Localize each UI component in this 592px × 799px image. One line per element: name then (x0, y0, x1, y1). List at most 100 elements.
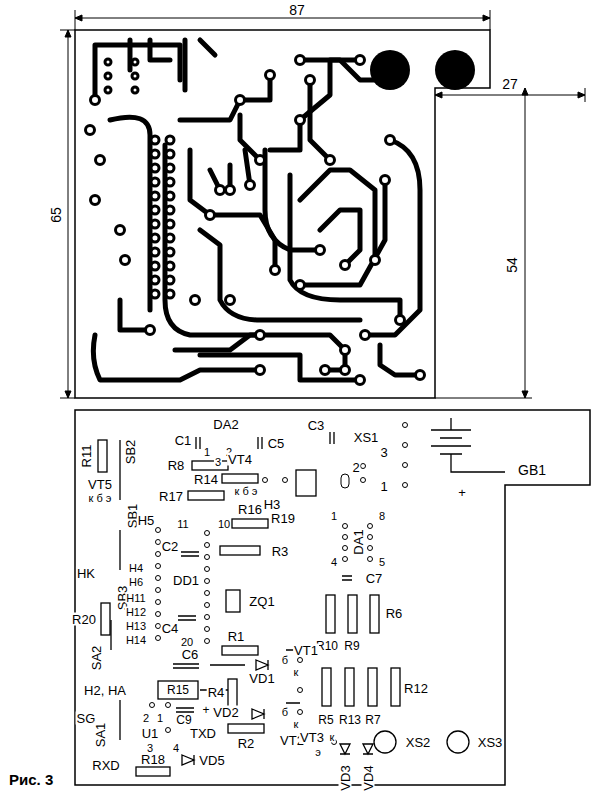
part-label: H2, HA (83, 684, 127, 697)
pad (166, 192, 174, 200)
part-label: SA1 (94, 722, 107, 749)
part-label: 27 (501, 77, 519, 91)
part-label: 65 (49, 206, 63, 224)
pin-pad (205, 627, 210, 632)
pin-pad (156, 564, 161, 569)
part-label: э (314, 747, 322, 758)
part-label: R15 (166, 684, 190, 696)
pin-pad (156, 636, 161, 641)
pin-pad (368, 546, 373, 551)
pin-pad (156, 576, 161, 581)
pin-pad (403, 483, 408, 488)
pin-pad (403, 463, 408, 468)
part-label: R6 (385, 607, 404, 620)
part-label: H12 (125, 607, 147, 618)
part-label: R16 (237, 503, 263, 516)
part-label: R1 (227, 630, 246, 643)
part-label: ZQ1 (248, 595, 275, 608)
pad (151, 234, 159, 242)
resistor-symbol (228, 679, 237, 707)
pad (326, 156, 335, 165)
part-label: 8 (378, 511, 386, 522)
part-label: к б э (88, 493, 113, 504)
pad (316, 246, 325, 255)
trimmer-symbol (158, 681, 198, 699)
pin-pad (166, 703, 171, 708)
part-label: C6 (181, 648, 200, 661)
contact-pad (435, 50, 475, 90)
resistor-symbol (98, 440, 107, 472)
part-label: VD3 (339, 764, 352, 791)
resistor-symbol (222, 646, 258, 655)
part-label: 1 (203, 447, 211, 458)
resistor-symbol (232, 519, 268, 528)
part-label: TXD (189, 727, 217, 740)
pad (396, 316, 405, 325)
pad (91, 196, 100, 205)
pin-pad (343, 546, 348, 551)
part-label: DA2 (212, 418, 239, 431)
crystal-symbol (226, 590, 240, 612)
pad (116, 226, 125, 235)
part-label: C2 (161, 540, 180, 553)
pad (166, 178, 174, 186)
resistor-symbol (322, 668, 331, 706)
part-label: R11 (80, 444, 93, 469)
pad (151, 290, 159, 298)
part-label: C3 (307, 419, 326, 432)
part-label: к б э (234, 486, 259, 497)
pad (166, 276, 174, 284)
pin-pad (263, 478, 268, 483)
pin-pad (283, 478, 288, 483)
part-label: R18 (140, 753, 166, 766)
part-label: C4 (161, 622, 180, 635)
pad (216, 186, 225, 195)
part-label: H6 (128, 577, 144, 588)
part-label: R3 (271, 545, 290, 558)
part-label: H11 (125, 593, 146, 604)
pin-pad (166, 728, 171, 733)
part-label: R12 (403, 682, 429, 695)
part-label: H4 (128, 563, 144, 574)
pin-pad (205, 591, 210, 596)
part-label: DA1 (352, 528, 365, 555)
pad (296, 281, 305, 290)
pad (132, 59, 138, 65)
part-label: 54 (505, 256, 519, 274)
part-label: 1 (379, 480, 388, 493)
part-label: XS2 (405, 736, 432, 749)
part-label: 1 (330, 511, 338, 522)
resistor-symbol (222, 474, 258, 483)
pad (166, 234, 174, 242)
part-label: VT1 (293, 644, 319, 657)
pad (321, 366, 330, 375)
part-label: VT4 (227, 453, 253, 466)
pad (191, 296, 200, 305)
resistor-symbol (188, 491, 224, 500)
pad (96, 156, 105, 165)
part-label: R9 (343, 640, 360, 652)
pad (151, 248, 159, 256)
resistor-symbol (136, 767, 170, 776)
resistor-symbol (391, 668, 400, 706)
part-label: 3 (214, 457, 222, 468)
pin-pad (205, 555, 210, 560)
dimension-lines (60, 10, 585, 398)
pad (132, 73, 138, 79)
pad (386, 136, 395, 145)
part-label: H13 (125, 621, 147, 632)
part-label: R17 (158, 490, 184, 503)
pad (381, 176, 390, 185)
pad (121, 256, 130, 265)
jack-socket (374, 731, 396, 753)
pin-pad (150, 703, 155, 708)
part-label: 2 (142, 713, 150, 724)
pad (151, 220, 159, 228)
pin-pad (361, 464, 366, 469)
part-label: б (281, 707, 289, 718)
pin-pad (156, 612, 161, 617)
pad (246, 181, 255, 190)
pin-pad (298, 688, 303, 693)
pad (151, 206, 159, 214)
pad (151, 178, 159, 186)
